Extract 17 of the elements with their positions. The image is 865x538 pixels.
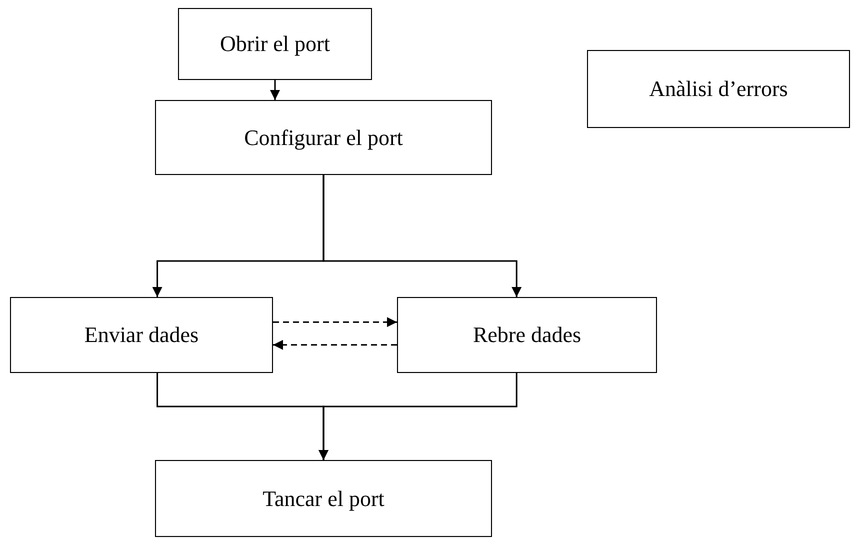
process-box (10, 297, 273, 373)
arrow (273, 317, 397, 328)
box-label: Obrir el port (220, 31, 330, 57)
box-label: Rebre dades (472, 322, 582, 348)
process-box (397, 297, 657, 373)
box-label: Configurar el port (244, 124, 403, 150)
process-box (178, 8, 372, 80)
arrow (270, 80, 280, 100)
process-box (587, 50, 850, 128)
process-box (155, 460, 492, 537)
process-box (155, 100, 492, 175)
arrow (322, 175, 522, 297)
arrow (318, 373, 518, 460)
box-label: Anàlisi d’errors (649, 76, 788, 102)
box-label: Tancar el port (262, 486, 384, 512)
arrow (273, 340, 397, 350)
box-label: Enviar dades (84, 322, 199, 348)
